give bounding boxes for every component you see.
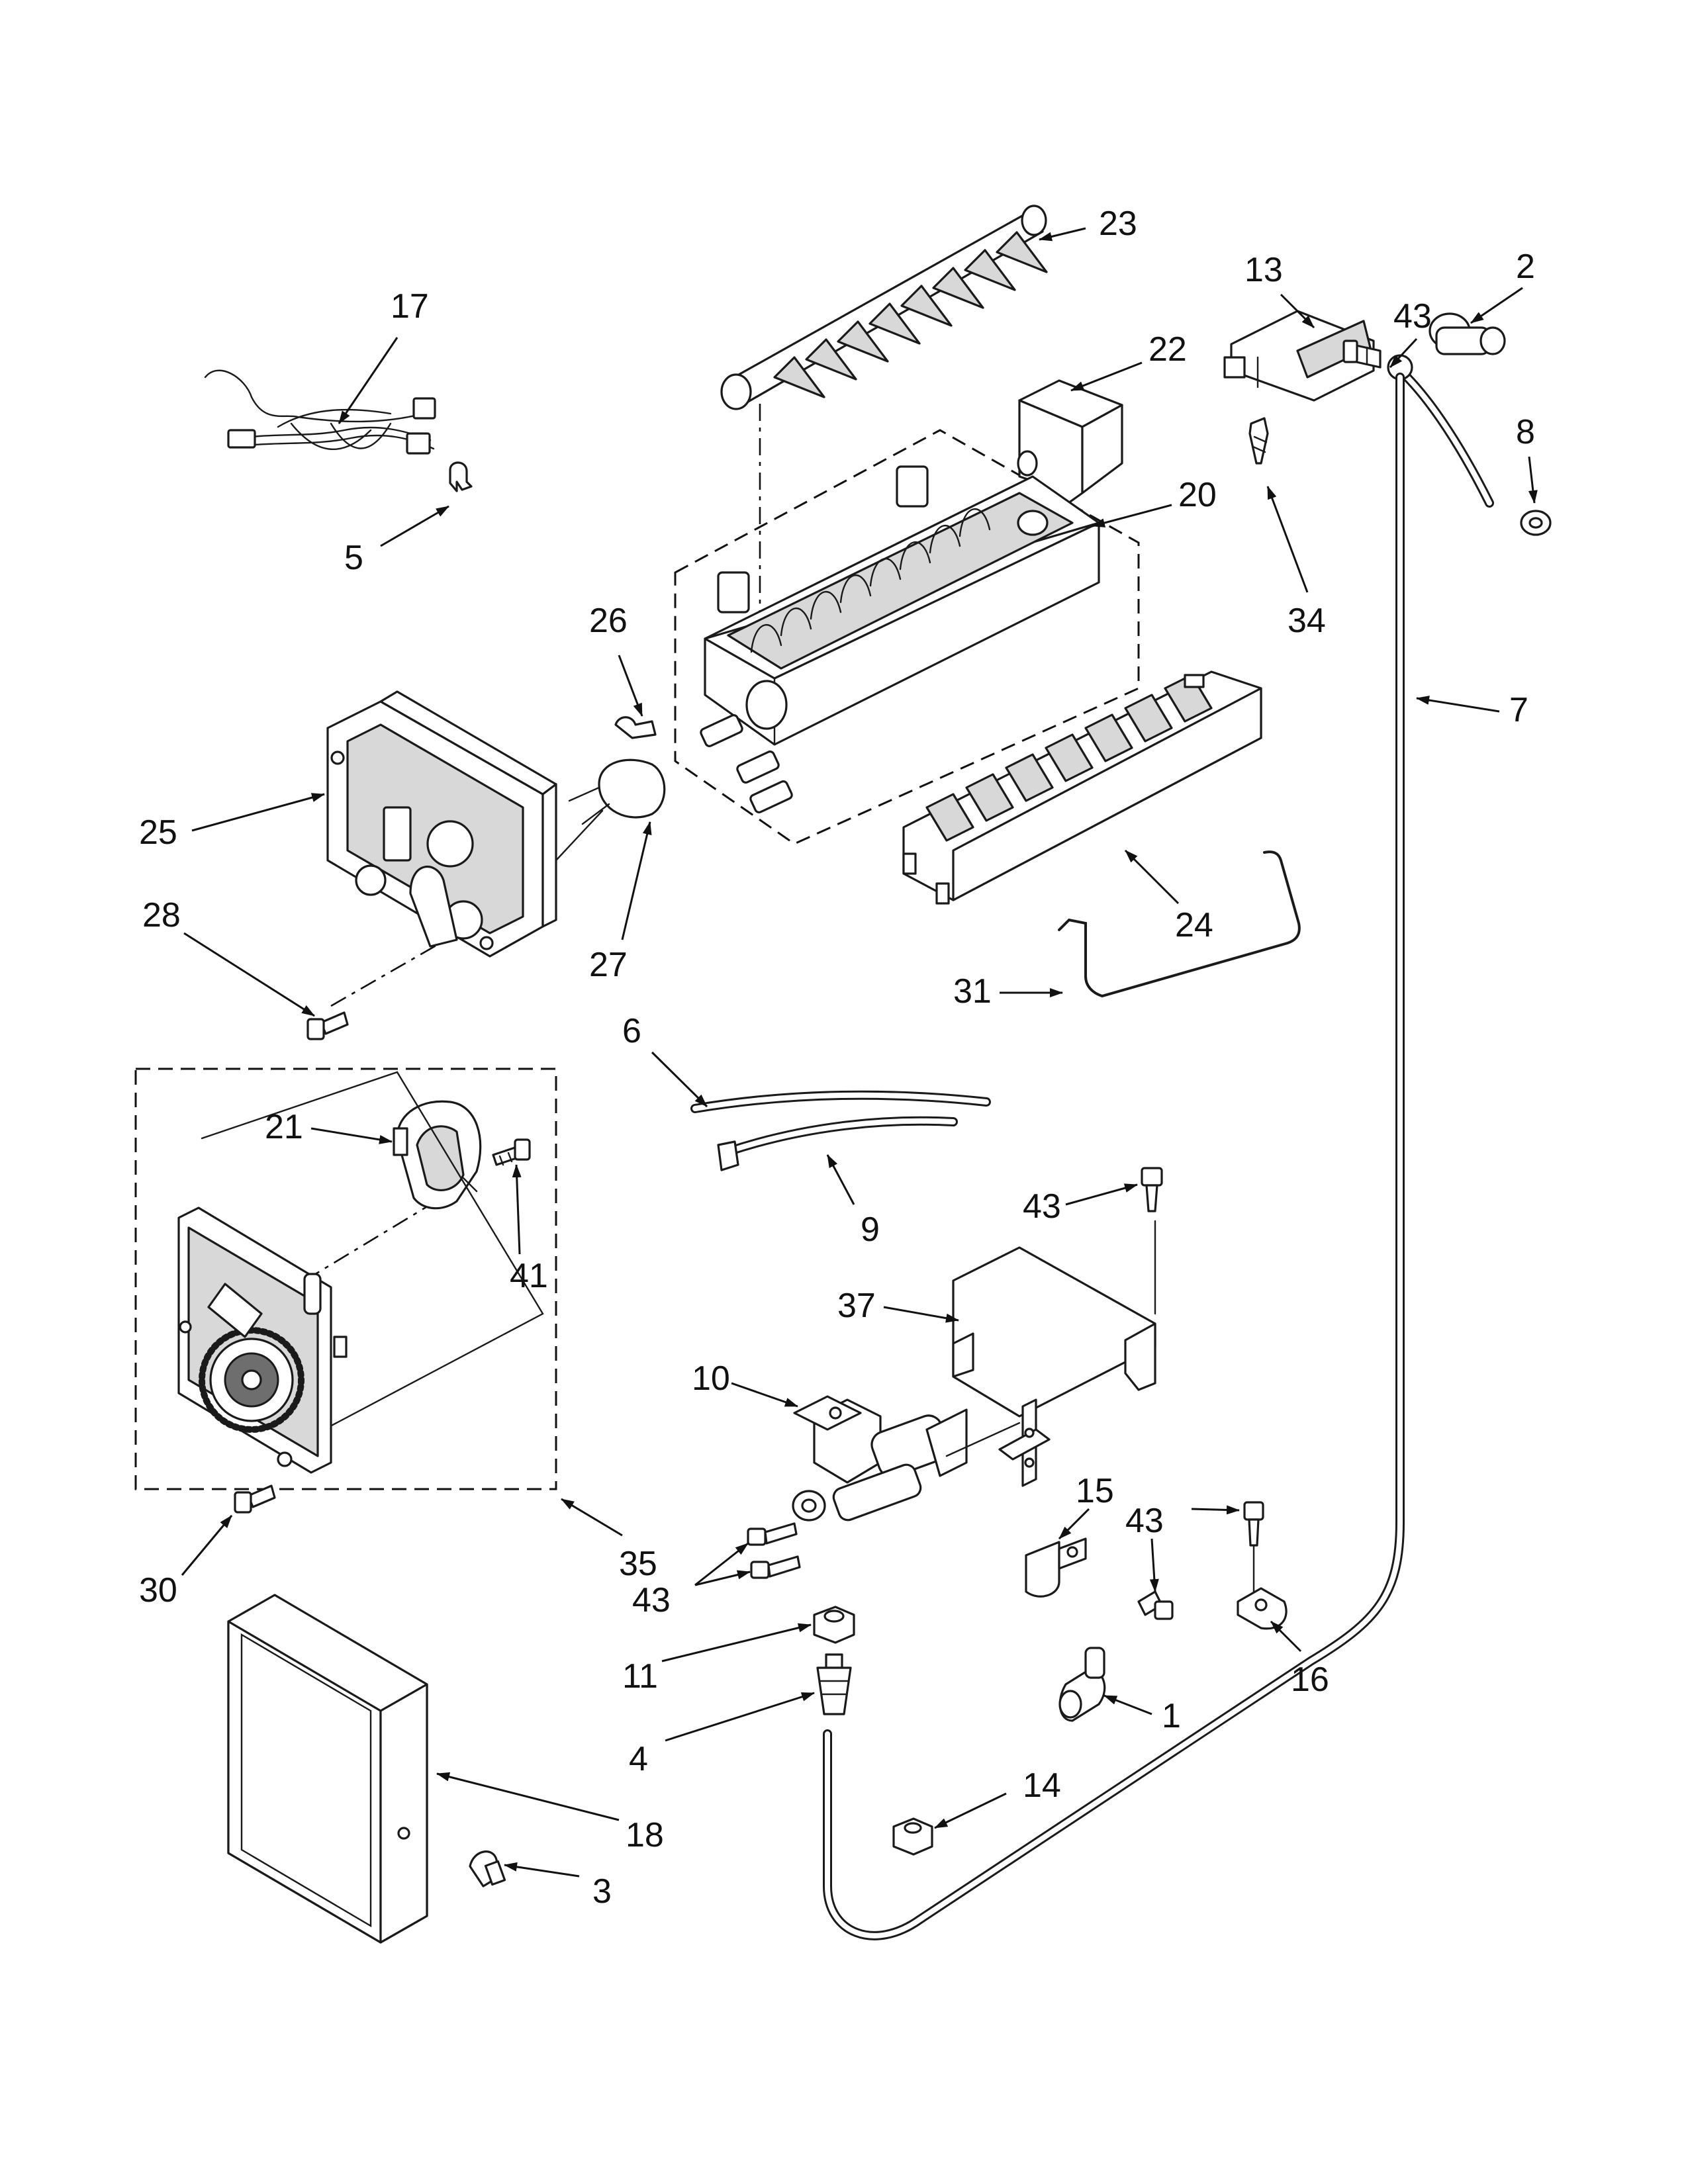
callout-22: 22 bbox=[1149, 330, 1187, 369]
callout-31: 31 bbox=[953, 972, 992, 1011]
front-cover bbox=[227, 1594, 428, 1944]
wire-harness bbox=[204, 369, 436, 455]
compression-nut bbox=[813, 1606, 855, 1644]
callout-25: 25 bbox=[139, 813, 177, 852]
elbow-fitting bbox=[1058, 1647, 1106, 1722]
callout-26: 26 bbox=[589, 602, 628, 640]
screw-30 bbox=[234, 1484, 276, 1514]
control-module-assembly-outline bbox=[134, 1068, 557, 1490]
callout-7: 7 bbox=[1509, 691, 1528, 729]
screw-43-valve-b bbox=[750, 1555, 801, 1579]
tube-clamp-15 bbox=[1025, 1537, 1087, 1598]
ice-maker-assembly-outline bbox=[674, 429, 1140, 845]
callout-43-valve: 43 bbox=[632, 1581, 671, 1619]
callout-13: 13 bbox=[1244, 251, 1283, 289]
callout-27: 27 bbox=[589, 946, 628, 984]
washer bbox=[1520, 510, 1552, 536]
water-tube bbox=[823, 373, 1405, 1940]
ice-mold bbox=[700, 465, 1100, 813]
callout-21: 21 bbox=[265, 1108, 303, 1146]
mounting-bracket bbox=[1223, 310, 1375, 402]
callout-30: 30 bbox=[139, 1571, 177, 1610]
callout-34: 34 bbox=[1288, 602, 1326, 640]
thermostat bbox=[555, 758, 666, 862]
leader-lines bbox=[181, 227, 1538, 1878]
callout-9: 9 bbox=[861, 1210, 880, 1249]
screw-43-valve-a bbox=[747, 1522, 798, 1546]
screw-28 bbox=[306, 1011, 349, 1040]
callout-14: 14 bbox=[1023, 1766, 1061, 1805]
thermostat-clip bbox=[614, 716, 657, 739]
nut-14 bbox=[892, 1817, 933, 1856]
push-pin bbox=[469, 1850, 506, 1888]
screw-43-clamp15 bbox=[1137, 1590, 1174, 1620]
water-valve bbox=[792, 1395, 1021, 1522]
callout-16: 16 bbox=[1291, 1661, 1329, 1699]
callout-20: 20 bbox=[1178, 476, 1217, 514]
screw-34 bbox=[1248, 417, 1269, 465]
drive-motor bbox=[393, 1100, 482, 1210]
screw-43-bracket bbox=[1141, 1167, 1163, 1212]
screw-41 bbox=[492, 1138, 531, 1166]
fill-tube-fitting bbox=[1429, 312, 1506, 355]
callout-35: 35 bbox=[619, 1545, 657, 1583]
callout-37: 37 bbox=[837, 1287, 876, 1325]
callout-23: 23 bbox=[1099, 205, 1137, 243]
control-module bbox=[177, 1206, 348, 1474]
tube-clamp-16 bbox=[1237, 1587, 1288, 1630]
fill-tube-short bbox=[717, 1116, 958, 1171]
tube-insert bbox=[816, 1653, 852, 1715]
callout-24: 24 bbox=[1175, 906, 1213, 944]
callout-15: 15 bbox=[1076, 1472, 1114, 1510]
callout-17: 17 bbox=[391, 287, 429, 326]
callout-41: 41 bbox=[510, 1257, 548, 1295]
callout-numbers: 23 17 13 2 43 22 8 5 20 34 26 7 25 24 28… bbox=[139, 205, 1535, 1911]
callout-43-clamp15: 43 bbox=[1125, 1502, 1164, 1540]
callout-28: 28 bbox=[142, 896, 181, 934]
callout-2: 2 bbox=[1516, 248, 1535, 286]
callout-8: 8 bbox=[1516, 413, 1535, 451]
screw-43-clamp16 bbox=[1243, 1501, 1264, 1600]
callout-10: 10 bbox=[692, 1359, 730, 1398]
valve-bracket bbox=[952, 1220, 1156, 1487]
motor-housing bbox=[326, 690, 557, 958]
callout-4: 4 bbox=[629, 1740, 648, 1778]
ice-ejector bbox=[720, 205, 1048, 410]
fill-cup bbox=[1017, 379, 1123, 520]
ice-stripper bbox=[902, 670, 1262, 905]
callout-5: 5 bbox=[344, 539, 363, 577]
callout-43-bracket: 43 bbox=[1023, 1187, 1061, 1226]
screw-43-top bbox=[1342, 340, 1382, 369]
callout-3: 3 bbox=[592, 1872, 612, 1911]
shutoff-arm bbox=[1058, 850, 1301, 998]
motor-alignment-lines bbox=[201, 1071, 544, 1434]
harness-clip bbox=[449, 461, 473, 492]
callout-11: 11 bbox=[622, 1657, 658, 1696]
callout-18: 18 bbox=[626, 1816, 664, 1854]
callout-6: 6 bbox=[622, 1012, 641, 1050]
callout-43-top: 43 bbox=[1393, 297, 1432, 336]
inlet-tube bbox=[690, 1090, 991, 1113]
callout-1: 1 bbox=[1162, 1697, 1181, 1735]
